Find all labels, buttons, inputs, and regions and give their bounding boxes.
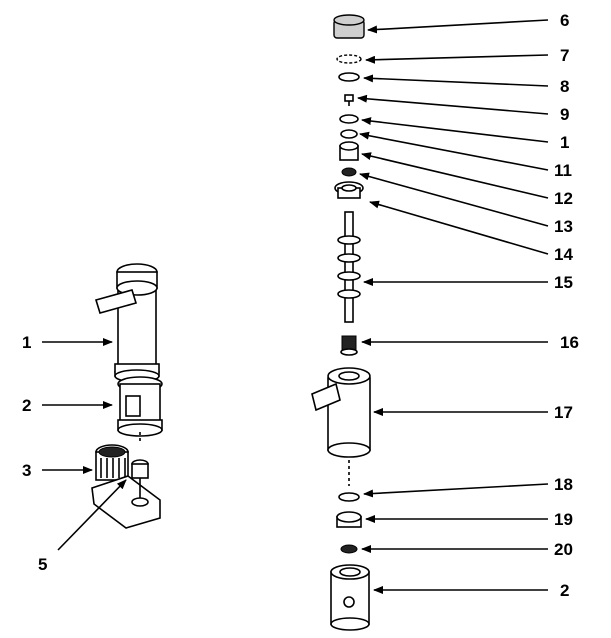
part-3-motor bbox=[95, 444, 129, 481]
part-14-guide bbox=[334, 181, 364, 199]
part-7-ring bbox=[336, 54, 362, 64]
part-19-seal bbox=[336, 511, 362, 528]
callout-17: 17 bbox=[554, 403, 573, 422]
callout-3: 3 bbox=[22, 461, 31, 480]
part-8-o-ring bbox=[338, 72, 360, 82]
callout-16: 16 bbox=[560, 333, 579, 352]
part-15-shaft bbox=[337, 211, 361, 323]
right-assembly bbox=[311, 14, 371, 631]
callout-13: 13 bbox=[554, 217, 573, 236]
callout-2b: 2 bbox=[560, 581, 569, 600]
callout-5: 5 bbox=[38, 555, 47, 574]
part-16-spring bbox=[340, 335, 358, 356]
callout-1: 1 bbox=[22, 333, 31, 352]
callout-8: 8 bbox=[560, 77, 569, 96]
callout-14: 14 bbox=[554, 245, 573, 264]
leader-lines bbox=[42, 19, 549, 594]
callout-7: 7 bbox=[560, 46, 569, 65]
callout-12: 12 bbox=[554, 189, 573, 208]
callout-labels: 1 2 3 5 6 7 8 9 1 11 12 13 14 15 16 17 1… bbox=[22, 11, 579, 600]
callout-2: 2 bbox=[22, 396, 31, 415]
callout-6: 6 bbox=[560, 11, 569, 30]
part-13-ring bbox=[341, 167, 357, 177]
callout-18: 18 bbox=[554, 475, 573, 494]
part-5-base bbox=[91, 459, 161, 529]
part-18-o-ring bbox=[338, 492, 360, 502]
part-1-valve-body bbox=[94, 263, 160, 383]
callout-9: 9 bbox=[560, 105, 569, 124]
part-20-ring bbox=[340, 544, 358, 554]
left-assembly bbox=[91, 263, 163, 529]
part-2-adapter bbox=[117, 376, 163, 437]
part-9-screw bbox=[344, 94, 354, 106]
callout-1b: 1 bbox=[560, 133, 569, 152]
part-2-bottom-fitting bbox=[330, 564, 370, 631]
part-11-washer bbox=[340, 129, 358, 139]
callout-11: 11 bbox=[554, 161, 572, 180]
callout-20: 20 bbox=[554, 540, 573, 559]
callout-19: 19 bbox=[554, 510, 573, 529]
part-17-housing bbox=[311, 367, 371, 458]
part-6-cap bbox=[333, 14, 365, 39]
callout-15: 15 bbox=[554, 273, 573, 292]
part-1-washer bbox=[339, 114, 359, 124]
part-12-bushing bbox=[339, 141, 359, 161]
